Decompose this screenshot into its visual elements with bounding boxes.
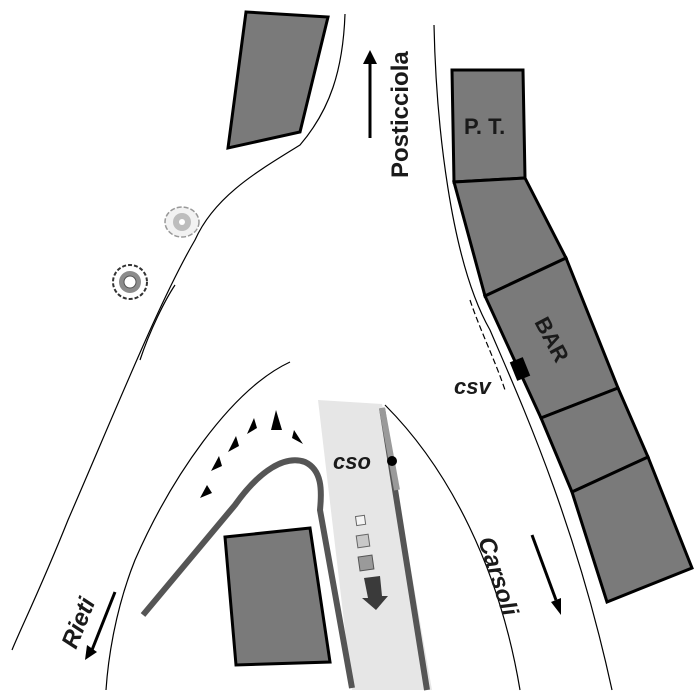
- road-edge-fork-left: [105, 361, 291, 691]
- flow-arrow-icon: [354, 514, 388, 610]
- label-posticciola: Posticciola: [387, 51, 414, 178]
- sidewalk-line: [469, 299, 506, 391]
- spike-mark: [247, 418, 257, 434]
- road-edge-top-center: [433, 24, 613, 691]
- bush-icon: [164, 206, 200, 238]
- spike-mark: [211, 456, 222, 471]
- arrow-south-icon: [530, 534, 561, 615]
- spike-mark: [271, 410, 282, 430]
- track-line-right-light: [379, 407, 400, 491]
- spike-mark: [200, 485, 212, 498]
- label-pt: P. T.: [464, 114, 505, 139]
- buildings: [223, 10, 694, 667]
- road-edge-top-left: [11, 13, 346, 651]
- tracks: [140, 407, 430, 691]
- arrow-north-icon: [363, 50, 377, 138]
- spike-mark: [292, 430, 303, 444]
- fence-spikes: [200, 410, 303, 498]
- label-cso: cso: [333, 449, 371, 474]
- road-edges: [11, 13, 613, 691]
- label-csv: csv: [454, 374, 492, 399]
- csv-marker: [509, 357, 531, 381]
- spike-mark: [228, 436, 239, 452]
- tree-icon: [112, 264, 148, 300]
- cso-point: [387, 456, 397, 466]
- building-fifth: [570, 454, 694, 604]
- building-bottom-left: [223, 526, 332, 667]
- arrow-southwest-icon: [85, 591, 117, 660]
- road-edge-left-upper: [139, 284, 176, 361]
- curved-route-line: [140, 457, 355, 689]
- label-carsoli: Carsoli: [472, 534, 523, 621]
- road-edge-fork-right: [384, 404, 521, 691]
- building-top-left: [226, 10, 330, 150]
- track-corridor: [318, 400, 432, 690]
